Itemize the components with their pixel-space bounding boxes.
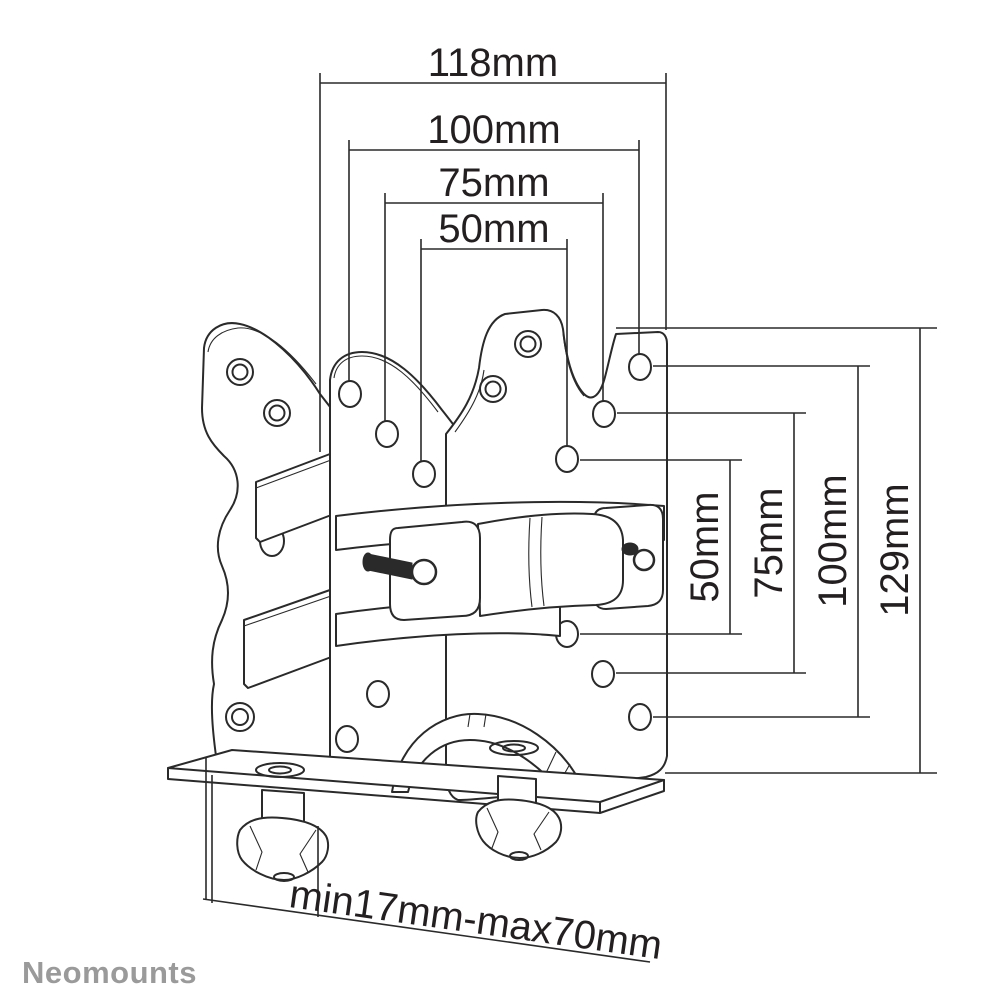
dim-label-height-100: 100mm [811,474,855,607]
dim-label-height-75: 75mm [747,487,791,598]
dim-label-width-118: 118mm [428,41,558,85]
dimension-top-widths: 118mm 100mm 75mm 50mm [319,41,667,461]
wing-knob-left [236,789,330,882]
dim-label-width-75: 75mm [438,161,549,205]
dim-label-width-50: 50mm [438,207,549,251]
dim-label-height-50: 50mm [683,491,727,602]
dim-label-height-129: 129mm [873,483,917,616]
dim-label-width-100: 100mm [427,108,560,152]
wing-knob-right [475,775,563,861]
back-plate [201,322,335,771]
clamp-peg [621,542,656,572]
brand-logo-text: Neomounts [22,955,197,990]
base-plate [167,749,665,814]
thumbscrew-pin [362,552,413,580]
dim-label-clamp-range: min17mm-max70mm [287,872,665,968]
clamp [362,503,664,621]
dimension-right-heights: 50mm 75mm 100mm 129mm [580,327,937,774]
